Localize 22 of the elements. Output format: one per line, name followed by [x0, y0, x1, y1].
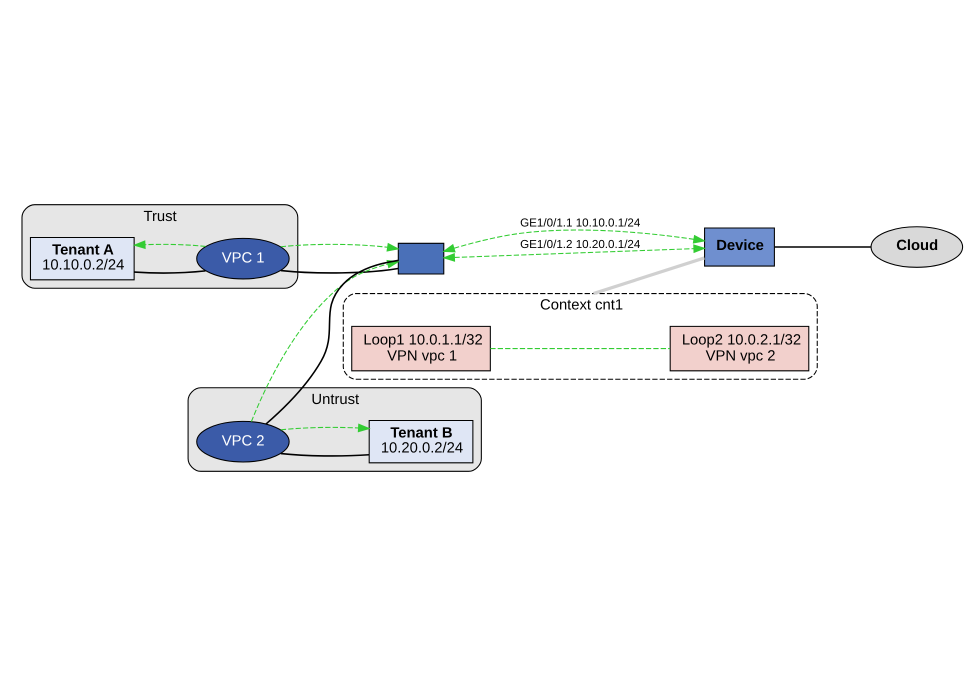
connector: [774, 246, 872, 248]
node-box: Tenant B 10.20.0.2/24: [368, 420, 474, 464]
edge-label: GE1/0/1.2 10.20.0.1/24: [520, 238, 640, 251]
node-ellipse: Cloud: [870, 226, 964, 268]
node-box: Tenant A 10.10.0.2/24: [30, 236, 135, 280]
connector: [280, 268, 398, 274]
arrow: [280, 242, 400, 252]
node-box: [398, 242, 444, 275]
arrow: [132, 240, 206, 250]
node-box: Device: [704, 227, 775, 267]
edge-label: GE1/0/1.1 10.10.0.1/24: [520, 216, 640, 230]
node-box: Loop1 10.0.1.1/32 VPN vpc 1: [351, 326, 491, 372]
connector: [592, 256, 705, 296]
arrow: [442, 244, 706, 262]
arrow: [442, 230, 706, 252]
connector: [134, 270, 206, 274]
node-box: Loop2 10.0.2.1/32 VPN vpc 2: [670, 326, 810, 372]
connector: [280, 452, 370, 457]
arrow: [280, 424, 371, 432]
node-ellipse: VPC 2: [196, 420, 290, 462]
node-ellipse: VPC 1: [196, 238, 290, 280]
connector: [490, 348, 670, 350]
